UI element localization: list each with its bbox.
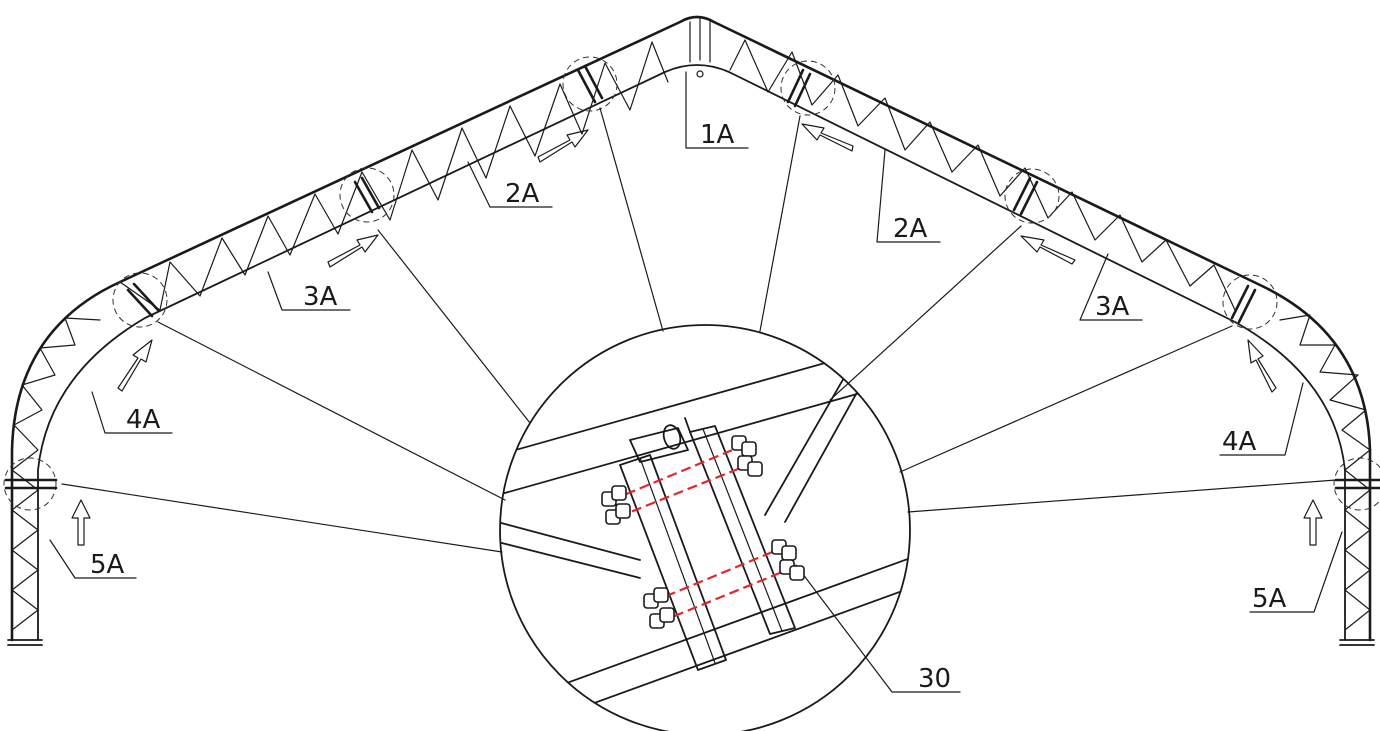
right-end-plate xyxy=(689,425,796,635)
arrow-left-5a xyxy=(71,499,91,546)
apex-verticals xyxy=(689,17,711,63)
plate-right-4a xyxy=(1230,284,1257,324)
bolt-group-right-lower xyxy=(771,539,805,581)
left-web-rafter xyxy=(119,41,669,311)
joint-right-3a xyxy=(1004,168,1060,224)
label-5a-left: 5A xyxy=(90,550,125,580)
assembly-arrows xyxy=(71,123,1323,546)
right-web-vertical xyxy=(1279,314,1371,631)
detail-leaders xyxy=(61,107,1337,553)
joint-right-4a xyxy=(1222,274,1278,330)
inner-chord xyxy=(37,64,1346,641)
label-1a: 1A xyxy=(700,120,735,150)
joint-right-2a xyxy=(780,60,836,116)
arrow-right-2a xyxy=(801,123,854,152)
label-3a-left: 3A xyxy=(303,282,338,312)
arrow-right-4a xyxy=(1247,339,1277,393)
bolt-group-left-upper xyxy=(601,485,631,525)
detail-circle xyxy=(499,324,911,731)
bolt-group-right-upper xyxy=(731,435,763,477)
plate-left-5a xyxy=(4,478,58,490)
bolt-line-2 xyxy=(617,463,749,519)
arch-truss xyxy=(7,15,1375,646)
callout-leaders xyxy=(49,71,1343,693)
label-2a-left: 2A xyxy=(505,179,540,209)
callout-labels: 1A 2A 3A 4A 5A 2A 3A 4A 5A 30 xyxy=(90,120,1287,694)
apex-pin xyxy=(696,70,704,78)
arrow-right-5a xyxy=(1303,499,1323,546)
left-web-vertical xyxy=(11,317,101,631)
joint-left-5a xyxy=(3,457,57,511)
detail-view xyxy=(499,324,911,731)
plate-right-2a xyxy=(786,68,812,108)
plate-right-5a xyxy=(1334,478,1380,490)
plate-left-3a xyxy=(353,176,381,214)
joint-markers xyxy=(3,56,1380,511)
arrow-left-2a xyxy=(537,129,589,163)
plate-left-4a xyxy=(126,282,160,318)
joint-left-3a xyxy=(339,167,395,223)
joint-right-5a xyxy=(1333,457,1380,511)
bolt-line-3 xyxy=(651,546,783,604)
bolt-group-left-lower xyxy=(643,587,675,629)
plate-left-2a xyxy=(576,64,604,104)
bolt-line-1 xyxy=(611,444,743,502)
label-4a-right: 4A xyxy=(1222,427,1257,457)
plate-right-3a xyxy=(1012,176,1039,216)
joint-left-4a xyxy=(112,272,168,328)
left-end-plate xyxy=(619,454,727,671)
outer-chord xyxy=(10,15,1372,642)
arrow-left-3a xyxy=(327,234,379,268)
left-foot xyxy=(7,639,43,646)
arrow-left-4a xyxy=(117,339,153,392)
label-30: 30 xyxy=(918,664,951,694)
joint-left-2a xyxy=(562,56,618,112)
right-foot xyxy=(1339,639,1375,646)
right-web-rafter xyxy=(729,39,1236,311)
label-3a-right: 3A xyxy=(1095,292,1130,322)
label-4a-left: 4A xyxy=(126,405,161,435)
label-5a-right: 5A xyxy=(1252,584,1287,614)
bolt-line-4 xyxy=(659,566,793,624)
arrow-right-3a xyxy=(1020,235,1076,265)
label-2a-right: 2A xyxy=(893,214,928,244)
